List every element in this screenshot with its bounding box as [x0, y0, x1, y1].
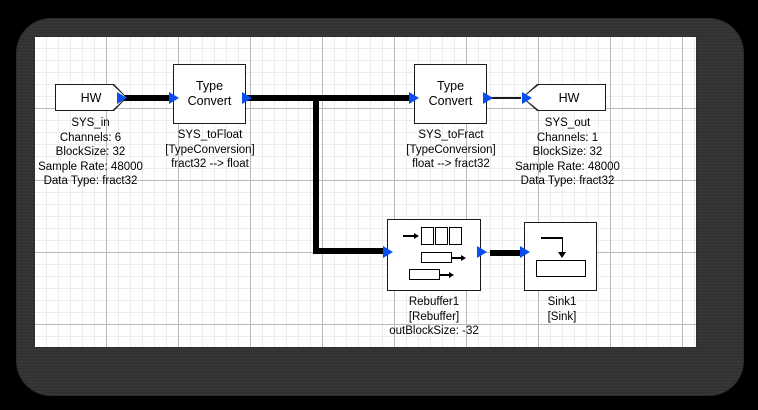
diagram-canvas[interactable]: HW SYS_in Channels: 6 BlockSize: 32 Samp…	[34, 36, 697, 348]
wire-rebuffer-to-sink[interactable]	[490, 250, 548, 256]
wire-branch-to-rebuffer[interactable]	[313, 248, 389, 254]
rebuffer-icon-bar-2	[409, 269, 440, 280]
port-in-rebuffer1[interactable]	[383, 246, 393, 258]
block-sys-out[interactable]: HW	[522, 84, 606, 111]
block-sys-in[interactable]: HW	[55, 84, 127, 111]
port-in-sys-tofloat[interactable]	[169, 92, 179, 104]
caption-sys-out: SYS_out Channels: 1 BlockSize: 32 Sample…	[515, 117, 620, 187]
caption-sys-in: SYS_in Channels: 6 BlockSize: 32 Sample …	[38, 117, 143, 187]
caption-sink1: Sink1 [Sink]	[547, 296, 577, 323]
sink-icon-arrowhead	[557, 252, 566, 258]
block-sys-tofract[interactable]: Type Convert	[414, 64, 487, 124]
port-in-sys-tofract[interactable]	[409, 92, 419, 104]
port-in-sys-out[interactable]	[522, 92, 532, 104]
block-sys-tofloat-label: Type Convert	[187, 79, 232, 108]
diagram-layer: HW SYS_in Channels: 6 BlockSize: 32 Samp…	[35, 37, 696, 347]
sink-icon	[524, 222, 597, 291]
rebuffer-icon-arrow-1	[452, 255, 466, 260]
block-sys-in-fill	[56, 85, 126, 110]
rebuffer-icon-bar-1	[421, 252, 452, 263]
wire-branch-vertical[interactable]	[313, 95, 319, 254]
port-out-sys-tofract[interactable]	[483, 92, 493, 104]
sink-icon-hline	[541, 237, 563, 239]
rebuffer-icon-cell-2	[435, 227, 448, 245]
rebuffer-icon-cell-3	[449, 227, 462, 245]
block-sys-out-fill	[523, 85, 605, 110]
port-out-sys-in[interactable]	[117, 92, 127, 104]
port-out-rebuffer1[interactable]	[477, 246, 487, 258]
rebuffer-icon-arrow-2	[440, 272, 454, 277]
block-sys-out-label: HW	[558, 90, 580, 105]
sink-icon-vline	[561, 237, 563, 254]
block-sys-in-label: HW	[80, 90, 102, 105]
sink-icon-box	[536, 260, 586, 277]
caption-sys-tofract: SYS_toFract [TypeConversion] float --> f…	[406, 129, 496, 170]
wire-tofloat-to-tofract[interactable]	[246, 95, 412, 101]
block-sys-tofract-label: Type Convert	[428, 79, 473, 108]
rebuffer-icon	[387, 219, 481, 291]
port-in-sink1[interactable]	[520, 246, 530, 258]
rebuffer-icon-arrow-in	[403, 233, 419, 238]
wire-sysin-to-tofloat[interactable]	[123, 95, 181, 101]
caption-rebuffer1: Rebuffer1 [Rebuffer] outBlockSize: -32	[389, 296, 479, 337]
port-out-sys-tofloat[interactable]	[242, 92, 252, 104]
caption-sys-tofloat: SYS_toFloat [TypeConversion] fract32 -->…	[165, 129, 255, 170]
wire-tofract-to-sysout[interactable]	[487, 97, 521, 99]
rebuffer-icon-cell-1	[421, 227, 434, 245]
block-sys-tofloat[interactable]: Type Convert	[173, 64, 246, 124]
